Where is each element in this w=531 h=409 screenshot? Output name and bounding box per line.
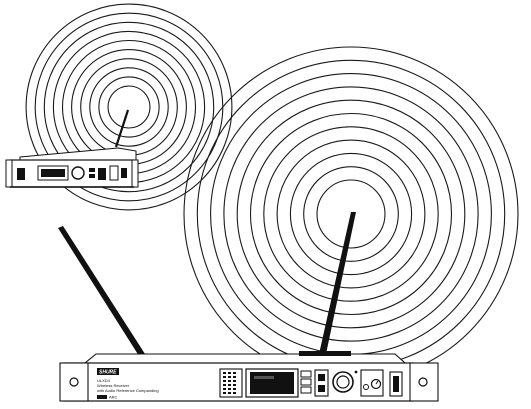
top-antenna [114,109,130,148]
top-receiver-button-b [89,174,95,178]
top-ring-2 [98,76,160,138]
bottom-ring-7 [236,99,466,329]
bottom-ring-6 [249,112,453,316]
nav-pad-up [318,374,325,381]
bottom-receiver-unit: SHURE ULXD4 Wireless Receiver with Audio… [59,351,439,402]
top-ring-5 [71,49,187,165]
center-antenna [319,212,356,354]
top-ring-10 [25,3,233,211]
menu-button-1 [300,370,312,378]
top-receiver-right-ear [131,159,139,188]
top-receiver-power [17,168,25,180]
left-rack-hole [69,377,79,387]
headphone-jack [363,384,369,390]
top-receiver-display-inner [41,169,65,177]
bottom-ring-3 [289,152,413,276]
bottom-receiver-top-vent [299,351,351,356]
display-highlight [254,376,274,379]
brand-plate [97,368,119,375]
main-display-screen [250,372,294,394]
arc-label: ARC [109,395,118,400]
top-ring-8 [43,21,215,193]
top-receiver-left-ear [5,159,13,188]
top-ring-1 [107,85,151,129]
top-receiver-button-e [121,168,127,178]
nav-pad-down [318,385,325,392]
top-receiver-knob [71,166,85,180]
top-receiver-button-d [109,165,119,181]
menu-button-3 [300,386,312,394]
power-switch [393,376,399,392]
arc-badge [97,395,107,399]
top-receiver-button-a [89,168,95,172]
menu-button-2 [300,378,312,386]
brand-label: SHURE [99,370,117,376]
bottom-ring-5 [263,126,439,302]
volume-indicator [375,380,379,385]
bottom-receiver-top-face [83,353,407,364]
bottom-ring-8 [223,86,479,342]
right-rack-hole [418,377,428,387]
knob-led [354,370,358,374]
bottom-ring-4 [276,139,426,289]
bottom-ring-1 [316,179,386,249]
model-line-1: ULXD4 [97,378,111,383]
left-antenna [58,226,145,356]
model-line-3: with Audio Reference Companding [97,388,159,393]
top-ring-4 [80,58,178,156]
top-receiver-button-c [98,168,106,180]
bottom-ring-2 [303,166,399,262]
nav-pad [314,369,329,397]
control-knob-inner [336,375,350,389]
meter-bars [223,372,236,394]
top-ring-3 [89,67,169,147]
model-line-2: Wireless Receiver [97,383,130,388]
top-receiver-unit [5,109,139,188]
